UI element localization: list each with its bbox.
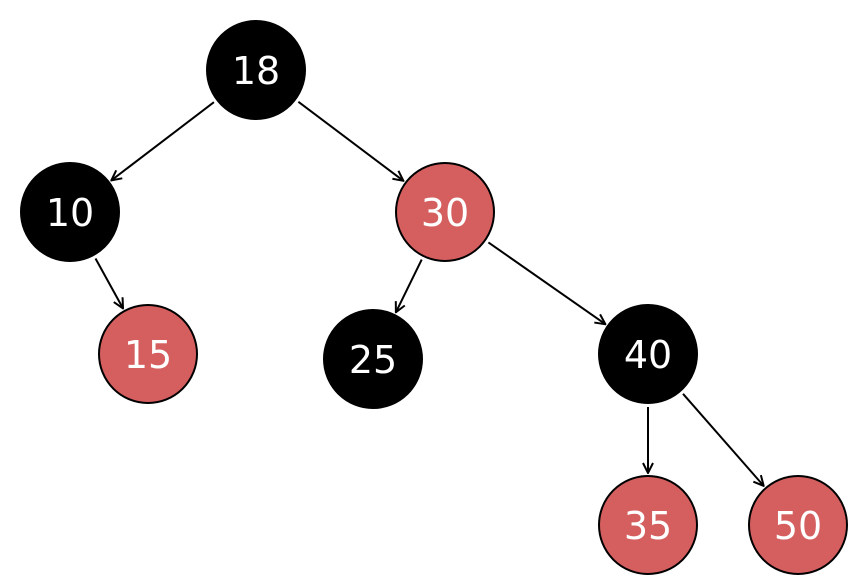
node-label: 35 [624,504,672,548]
node-circle-black [323,309,423,409]
node-circle-black [206,20,306,120]
node-circle-black [598,304,698,404]
edge-10-to-15 [94,258,124,309]
tree-node-35: 35 [598,475,698,575]
node-circle-red [98,304,198,404]
node-label: 30 [421,191,469,235]
nodes: 18 10 30 15 25 40 35 50 [20,20,848,575]
node-circle-black [20,162,120,262]
tree-node-18: 18 [206,20,306,120]
node-label: 18 [232,49,280,93]
edge-18-to-10 [111,101,215,180]
tree-node-10: 10 [20,162,120,262]
edge-18-to-30 [297,101,403,181]
edge-30-to-25 [396,259,423,313]
tree-node-30: 30 [395,162,495,262]
node-label: 15 [124,333,172,377]
edge-40-to-50 [682,393,764,486]
tree-node-25: 25 [323,309,423,409]
tree-node-40: 40 [598,304,698,404]
node-circle-red [598,475,698,575]
edges [94,101,764,486]
node-label: 10 [46,191,94,235]
node-circle-red [395,162,495,262]
node-label: 25 [349,338,397,382]
node-label: 40 [624,333,672,377]
tree-node-50: 50 [748,475,848,575]
tree-node-15: 15 [98,304,198,404]
node-label: 50 [774,504,822,548]
node-circle-red [748,475,848,575]
edge-30-to-40 [487,241,605,324]
